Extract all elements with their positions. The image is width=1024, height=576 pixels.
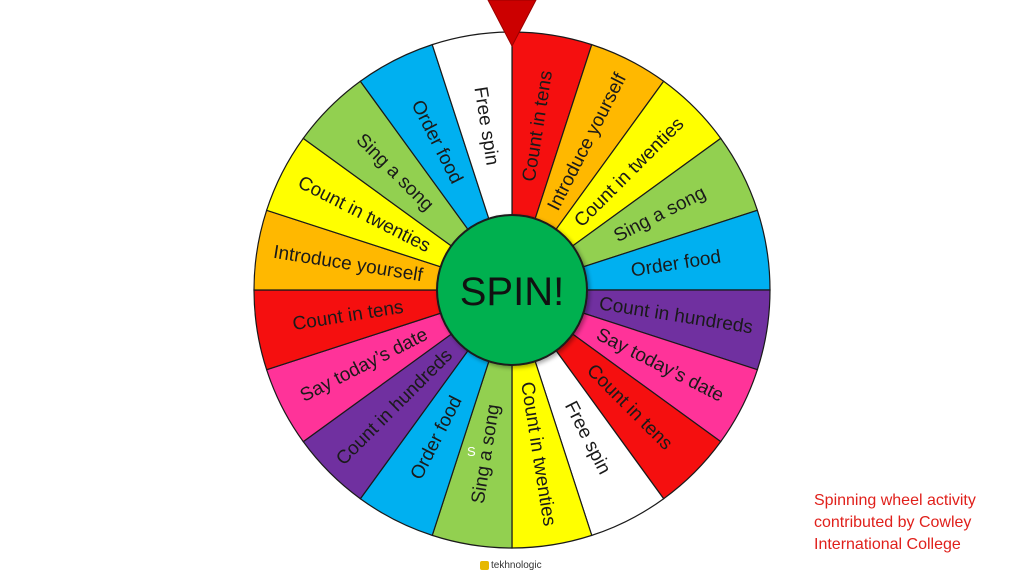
credit-line: International College — [814, 536, 961, 553]
tekhnologic-logo-icon — [480, 561, 489, 570]
credit-line: Spinning wheel activity — [814, 492, 976, 509]
brand-logo: tekhnologic — [480, 560, 542, 571]
spin-hub[interactable] — [436, 214, 588, 366]
brand-name: tekhnologic — [491, 560, 542, 571]
pointer-arrow-icon — [487, 0, 537, 48]
spin-button[interactable]: SPIN! — [436, 214, 588, 366]
spin-label[interactable]: SPIN! — [460, 270, 564, 314]
credit-text: Spinning wheel activity contributed by C… — [814, 490, 1014, 556]
credit-line: contributed by Cowley — [814, 514, 972, 531]
stray-letter: S — [467, 444, 476, 459]
